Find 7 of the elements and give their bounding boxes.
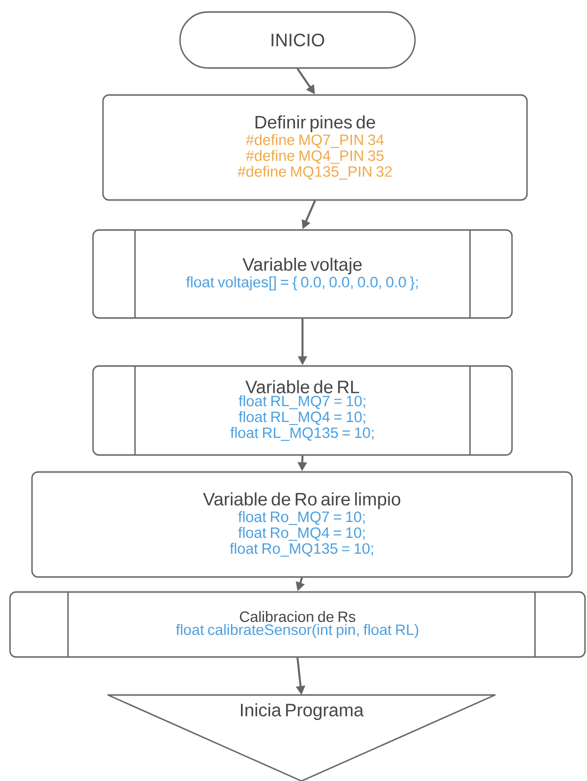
- predefined-process-box: Variable de RL float RL_MQ7 = 10; float RL_MQ4 = 10; float RL_MQ135 = 10;: [92, 365, 513, 456]
- predefined-process-box: Calibracion de Rs float calibrateSensor(int pin, float RL): [9, 591, 586, 658]
- process-box: Variable de Ro aire limpio float Ro_MQ7 = 10; float Ro_MQ4 = 10; float Ro_MQ135 = 10;: [31, 471, 573, 578]
- start-terminal: INICIO: [179, 11, 416, 69]
- process-box: Definir pines de #define MQ7_PIN 34 #define MQ4_PIN 35 #define MQ135_PIN 32: [102, 94, 528, 201]
- end-triangle: Inicia Programa: [107, 694, 496, 781]
- predefined-process-box: Variable voltaje float voltajes[] = { 0.0, 0.0, 0.0, 0.0 };: [92, 229, 513, 319]
